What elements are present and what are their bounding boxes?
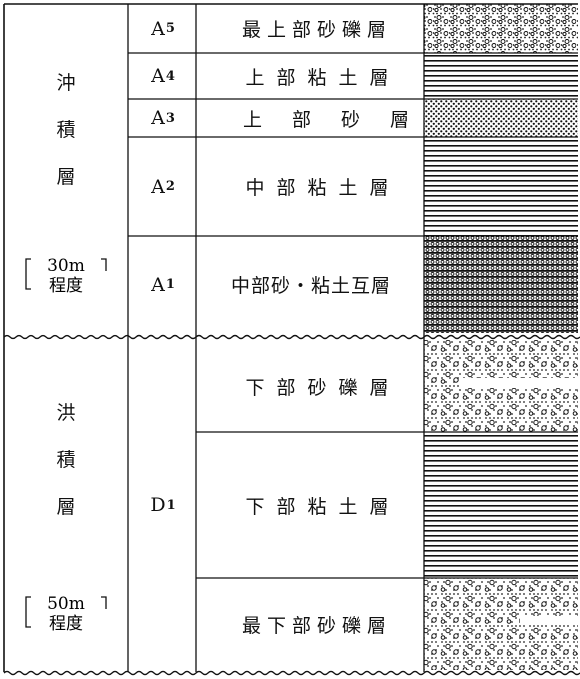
group-label-diluvium: 洪 積 層 [4, 385, 128, 535]
lithology-pattern-clay [424, 137, 578, 236]
lithology-pattern-clay [424, 53, 578, 99]
code-number: 1 [166, 497, 176, 513]
group-label-alluvium: 沖 積 層 [4, 55, 128, 205]
pattern-gap [462, 378, 578, 388]
depth-bracket: 30m 程度 [25, 256, 107, 296]
code-number: 1 [165, 277, 175, 292]
depth-value: 30m [47, 256, 85, 276]
group-char: 沖 [56, 71, 76, 94]
depth-label: 程度 [49, 276, 83, 296]
code-number: 4 [165, 68, 175, 84]
depth-label: 程度 [49, 614, 83, 634]
layer-name-d1-clay: 下部粘土層 [245, 495, 401, 518]
code-letter: A [151, 273, 165, 296]
code-number: 3 [165, 110, 175, 126]
code-letter: A [151, 107, 165, 129]
code-letter: A [151, 65, 165, 87]
code-number: 5 [165, 21, 175, 36]
layer-name-a5: 最上部砂礫層 [241, 19, 392, 41]
layer-name-a4: 上部粘土層 [245, 66, 401, 89]
group-char: 層 [56, 495, 76, 518]
pattern-gap [520, 616, 578, 624]
layer-name-a3: 上部砂層 [242, 108, 439, 131]
layer-name-a2: 中部粘土層 [245, 177, 401, 199]
group-depth-diluvium: 50m 程度 [4, 588, 128, 636]
code-letter: A [151, 175, 165, 198]
lithology-pattern-gravel-dense [424, 4, 578, 53]
group-char: 積 [56, 448, 76, 471]
code-number: 2 [165, 179, 175, 194]
group-char: 積 [56, 118, 76, 141]
depth-bracket: 50m 程度 [25, 594, 107, 634]
layer-name-d1-basal-gravel: 最下部砂礫層 [241, 614, 392, 637]
lithology-pattern-interbedded [424, 236, 578, 333]
group-depth-alluvium: 30m 程度 [4, 250, 128, 298]
lithology-pattern-clay [424, 432, 578, 578]
unconformity-wave [3, 670, 580, 676]
code-letter: D [150, 494, 166, 516]
layer-name-d1-sand-gravel: 下部砂礫層 [245, 376, 401, 399]
layer-name-a1: 中部砂・粘土互層 [230, 275, 391, 297]
group-char: 洪 [56, 401, 76, 424]
group-char: 層 [56, 165, 76, 188]
code-letter: A [151, 17, 165, 40]
depth-value: 50m [47, 594, 85, 614]
unconformity-wave [3, 334, 580, 340]
lithology-pattern-sand [424, 99, 578, 137]
